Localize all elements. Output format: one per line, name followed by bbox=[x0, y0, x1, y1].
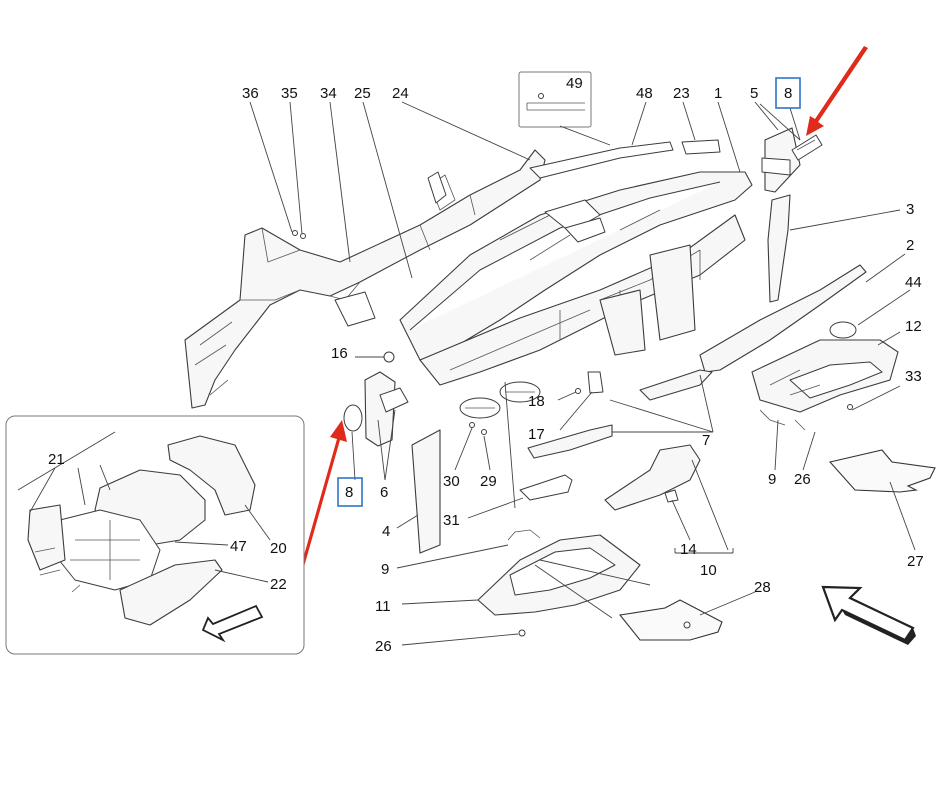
label-17: 17 bbox=[528, 426, 545, 443]
label-1: 1 bbox=[714, 85, 722, 102]
label-36: 36 bbox=[242, 85, 259, 102]
label-35: 35 bbox=[281, 85, 298, 102]
gasket-28 bbox=[618, 599, 723, 641]
label-26-right: 26 bbox=[794, 471, 811, 488]
screw-18 bbox=[575, 388, 581, 394]
vent-bezel-8-left bbox=[343, 404, 363, 432]
label-4: 4 bbox=[382, 523, 390, 540]
clip-16 bbox=[383, 351, 395, 363]
dashboard-panel bbox=[399, 171, 753, 386]
clip-14 bbox=[664, 489, 679, 503]
label-7: 7 bbox=[702, 432, 710, 449]
label-12: 12 bbox=[905, 318, 922, 335]
highlight-box-8-top bbox=[775, 77, 801, 109]
label-21: 21 bbox=[48, 451, 65, 468]
label-33: 33 bbox=[905, 368, 922, 385]
pillar-trim-4 bbox=[411, 429, 441, 554]
vent-bezel-8-top bbox=[791, 134, 823, 161]
pillar-trim-3 bbox=[767, 194, 791, 303]
label-25: 25 bbox=[354, 85, 371, 102]
label-8-left: 8 bbox=[345, 484, 353, 501]
label-31: 31 bbox=[443, 512, 460, 529]
leader-lines bbox=[17, 101, 916, 646]
top-trim-strip bbox=[518, 71, 674, 179]
red-pointer-arrow-icon bbox=[806, 46, 868, 136]
trim-strip-2 bbox=[699, 264, 867, 373]
inset-arrow-icon bbox=[201, 604, 264, 643]
label-48: 48 bbox=[636, 85, 653, 102]
label-16: 16 bbox=[331, 345, 348, 362]
red-pointer-arrow-icon bbox=[297, 420, 347, 581]
label-30: 30 bbox=[443, 473, 460, 490]
instrument-cluster-assembly bbox=[27, 435, 256, 626]
bracket-17 bbox=[587, 371, 604, 394]
cap-44 bbox=[829, 321, 857, 339]
bracket-31 bbox=[519, 474, 573, 501]
label-29: 29 bbox=[480, 473, 497, 490]
gasket-27 bbox=[828, 449, 936, 493]
label-3: 3 bbox=[906, 201, 914, 218]
knee-panel-10 bbox=[604, 444, 701, 511]
label-34: 34 bbox=[320, 85, 337, 102]
label-9-right: 9 bbox=[768, 471, 776, 488]
label-28: 28 bbox=[754, 579, 771, 596]
label-49: 49 bbox=[566, 75, 583, 92]
side-vent-5 bbox=[761, 127, 801, 193]
label-27: 27 bbox=[907, 553, 924, 570]
label-23: 23 bbox=[673, 85, 690, 102]
screw-29 bbox=[481, 429, 487, 435]
label-8-top: 8 bbox=[784, 85, 792, 102]
part-23-pad bbox=[681, 139, 721, 155]
label-18: 18 bbox=[528, 393, 545, 410]
label-10: 10 bbox=[700, 562, 717, 579]
label-6: 6 bbox=[380, 484, 388, 501]
label-14: 14 bbox=[680, 541, 697, 558]
direction-arrow-icon bbox=[821, 585, 916, 645]
label-20: 20 bbox=[270, 540, 287, 557]
lower-panel-11 bbox=[477, 534, 641, 637]
highlight-box-8-left bbox=[337, 477, 363, 507]
label-24: 24 bbox=[392, 85, 409, 102]
label-44: 44 bbox=[905, 274, 922, 291]
trim-7-upper bbox=[639, 369, 713, 401]
harness-9-left bbox=[507, 529, 541, 541]
part-labels: 36 35 34 25 24 49 48 23 1 5 8 3 2 44 12 … bbox=[48, 75, 924, 655]
label-9-left: 9 bbox=[381, 561, 389, 578]
round-vent-6 bbox=[364, 371, 409, 447]
label-11: 11 bbox=[375, 598, 391, 615]
label-5: 5 bbox=[750, 85, 758, 102]
center-console-vents bbox=[459, 381, 541, 419]
cross-car-beam bbox=[184, 149, 546, 409]
screw-26-bottom bbox=[518, 629, 526, 637]
screw-30 bbox=[469, 422, 475, 428]
glovebox-12 bbox=[751, 321, 899, 431]
label-22: 22 bbox=[270, 576, 287, 593]
label-47: 47 bbox=[230, 538, 247, 555]
detail-inset-49 bbox=[518, 71, 592, 128]
label-26-bottom: 26 bbox=[375, 638, 392, 655]
trim-7-lower bbox=[527, 424, 613, 459]
label-2: 2 bbox=[906, 237, 914, 254]
